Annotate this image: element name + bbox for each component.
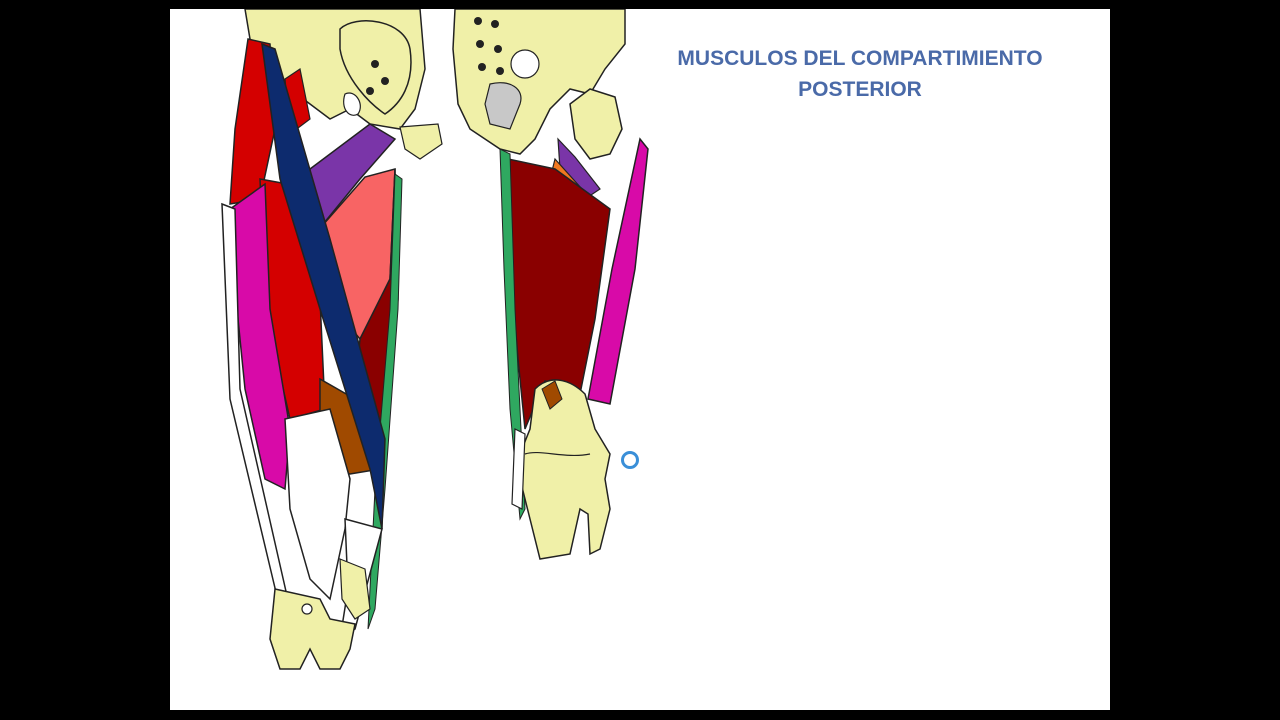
title-line-2: POSTERIOR [798,78,922,101]
cursor-ring-icon [621,451,639,469]
title-line-1: MUSCULOS DEL COMPARTIMIENTO [677,47,1043,70]
slide-title: MUSCULOS DEL COMPARTIMIENTO POSTERIOR [660,43,1060,105]
thigh-muscles-illustration [221,9,649,670]
slide: MUSCULOS DEL COMPARTIMIENTO POSTERIOR [170,9,1110,710]
